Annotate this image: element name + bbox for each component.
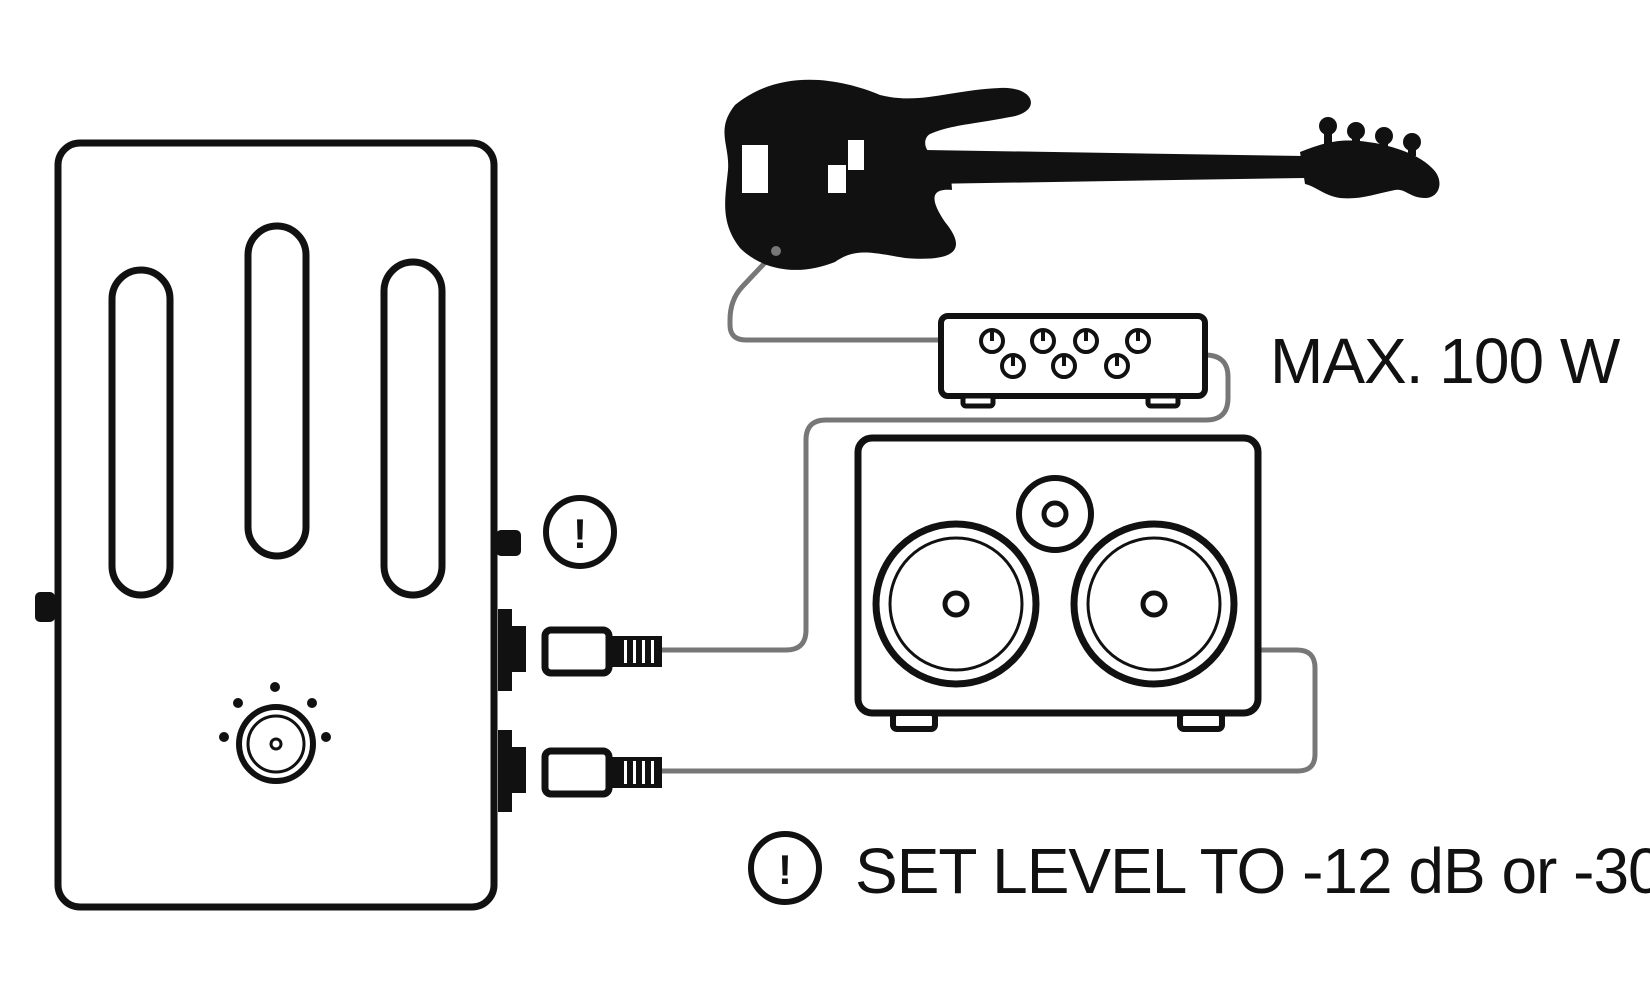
- plug-1-body: [541, 626, 613, 677]
- speaker-cabinet-icon: [854, 434, 1262, 732]
- level-knob-ticks: [219, 682, 331, 742]
- level-instruction-label: SET LEVEL TO -12 dB or -30 dB: [855, 835, 1650, 907]
- guitar-headstock: [1300, 140, 1440, 199]
- guitar-output-jack: [771, 246, 781, 256]
- cables: [659, 248, 1318, 774]
- pedal-side-nub-left: [35, 592, 55, 622]
- cable-pedal-jack-2-to-cabinet: [659, 647, 1318, 774]
- pedal-slot-middle: [244, 222, 310, 560]
- warning-icon: !: [543, 495, 617, 569]
- pedal-jack-2: [498, 730, 662, 812]
- cable-guitar-to-amp: [727, 248, 966, 343]
- warning-mark: !: [573, 510, 587, 557]
- pedal-slot-left: [108, 266, 174, 599]
- pedal-side-nub-right: [496, 530, 521, 556]
- guitar-pickup-2: [828, 165, 846, 193]
- amp-power-label: MAX. 100 W: [1270, 325, 1621, 397]
- amp-head-foot-left: [960, 393, 996, 409]
- pedal-unit-icon: [35, 139, 521, 911]
- guitar-neck: [925, 150, 1305, 184]
- level-knob-center: [269, 737, 283, 751]
- cabinet-foot-right: [1177, 710, 1225, 732]
- cabinet-woofer-left-center: [942, 590, 970, 618]
- pedal-jack-1: [498, 609, 662, 691]
- guitar-body: [724, 79, 1031, 270]
- cabinet-woofer-right-center: [1140, 590, 1168, 618]
- amp-head-foot-right: [1145, 393, 1181, 409]
- plug-2-body: [541, 747, 613, 798]
- guitar-pickup-3: [848, 140, 864, 170]
- level-warning-icon: !: [748, 831, 822, 905]
- pedal-slot-right: [380, 258, 446, 599]
- cabinet-tweeter-inner: [1041, 500, 1069, 528]
- amp-head-body: [938, 313, 1208, 399]
- cable-amp-to-pedal-jack-1: [659, 352, 1231, 653]
- amp-head-icon: [938, 313, 1208, 409]
- guitar-pickup-1: [742, 145, 768, 193]
- bass-guitar-icon: [724, 79, 1440, 270]
- cabinet-foot-left: [890, 710, 938, 732]
- guitar-tuners: [1319, 117, 1421, 156]
- level-warning-mark: !: [778, 846, 792, 893]
- amp-head-knob-pointers: [990, 331, 1140, 366]
